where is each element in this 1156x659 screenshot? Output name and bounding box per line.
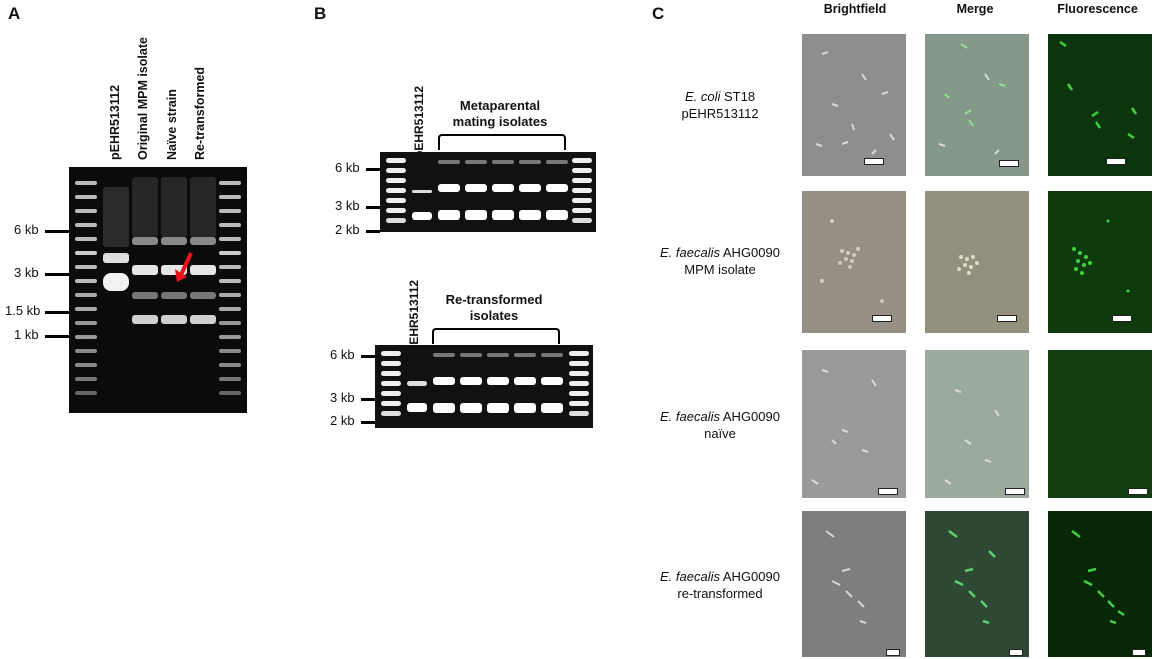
bracket-metaparental bbox=[438, 134, 566, 150]
micrograph-naive-merge bbox=[925, 350, 1029, 498]
lane-label-naive: Naïve strain bbox=[165, 89, 179, 160]
marker-tick bbox=[361, 421, 375, 424]
lane-label-retransformed: Re-transformed bbox=[193, 66, 207, 160]
column-header-fluorescence: Fluorescence bbox=[1057, 2, 1138, 16]
panel-b-letter: B bbox=[314, 4, 327, 23]
lane-label-pehr: pEHR513112 bbox=[108, 84, 122, 160]
gel-image-a bbox=[69, 167, 247, 413]
marker-tick bbox=[45, 335, 69, 338]
marker-tick bbox=[366, 206, 380, 209]
micrograph-ecoli-fluorescence bbox=[1048, 34, 1152, 176]
bracket-title-metaparental: Metaparental mating isolates bbox=[452, 98, 548, 129]
column-header-brightfield: Brightfield bbox=[823, 2, 887, 16]
micrograph-naive-fluorescence bbox=[1048, 350, 1152, 498]
row-label-ecoli: E. coli ST18 pEHR513112 bbox=[681, 89, 759, 121]
marker-3kb-b: 3 kb bbox=[335, 198, 360, 213]
panel-c-letter: C bbox=[652, 4, 665, 23]
marker-tick bbox=[45, 311, 69, 314]
marker-1-5kb: 1.5 kb bbox=[5, 303, 41, 318]
gel-image-b-bottom bbox=[375, 345, 593, 428]
marker-tick bbox=[361, 355, 375, 358]
bracket-retransformed bbox=[432, 328, 560, 344]
micrograph-mpm-brightfield bbox=[802, 191, 906, 333]
gel-image-b-top bbox=[380, 152, 596, 232]
micrograph-ecoli-brightfield bbox=[802, 34, 906, 176]
micrograph-mpm-fluorescence bbox=[1048, 191, 1152, 333]
marker-2kb-b: 2 kb bbox=[335, 222, 360, 237]
row-label-naive: E. faecalis AHG0090 naïve bbox=[660, 409, 780, 441]
lane-label-pehr-b-top: pEHR513112 bbox=[412, 85, 426, 158]
marker-tick bbox=[45, 230, 69, 233]
panel-a-letter: A bbox=[8, 4, 21, 23]
marker-2kb-b2: 2 kb bbox=[330, 413, 355, 428]
marker-tick bbox=[366, 230, 380, 233]
micrograph-retransformed-brightfield bbox=[802, 511, 906, 657]
micrograph-naive-brightfield bbox=[802, 350, 906, 498]
marker-3kb: 3 kb bbox=[14, 265, 39, 280]
marker-6kb-b: 6 kb bbox=[335, 160, 360, 175]
marker-tick bbox=[361, 398, 375, 401]
lane-label-pehr-b-bottom: pEHR513112 bbox=[407, 279, 421, 352]
micrograph-mpm-merge bbox=[925, 191, 1029, 333]
micrograph-retransformed-fluorescence bbox=[1048, 511, 1152, 657]
marker-3kb-b2: 3 kb bbox=[330, 390, 355, 405]
column-header-merge: Merge bbox=[956, 2, 994, 16]
micrograph-retransformed-merge bbox=[925, 511, 1029, 657]
marker-6kb-b2: 6 kb bbox=[330, 347, 355, 362]
red-arrow-icon bbox=[175, 252, 193, 282]
marker-1kb: 1 kb bbox=[14, 327, 39, 342]
row-label-mpm: E. faecalis AHG0090 MPM isolate bbox=[660, 245, 780, 277]
lane-label-original-mpm: Original MPM isolate bbox=[136, 37, 150, 160]
row-label-retransformed: E. faecalis AHG0090 re-transformed bbox=[660, 569, 780, 601]
micrograph-ecoli-merge bbox=[925, 34, 1029, 176]
marker-6kb: 6 kb bbox=[14, 222, 39, 237]
bracket-title-retransformed: Re-transformed isolates bbox=[445, 292, 543, 323]
marker-tick bbox=[45, 273, 69, 276]
marker-tick bbox=[366, 168, 380, 171]
